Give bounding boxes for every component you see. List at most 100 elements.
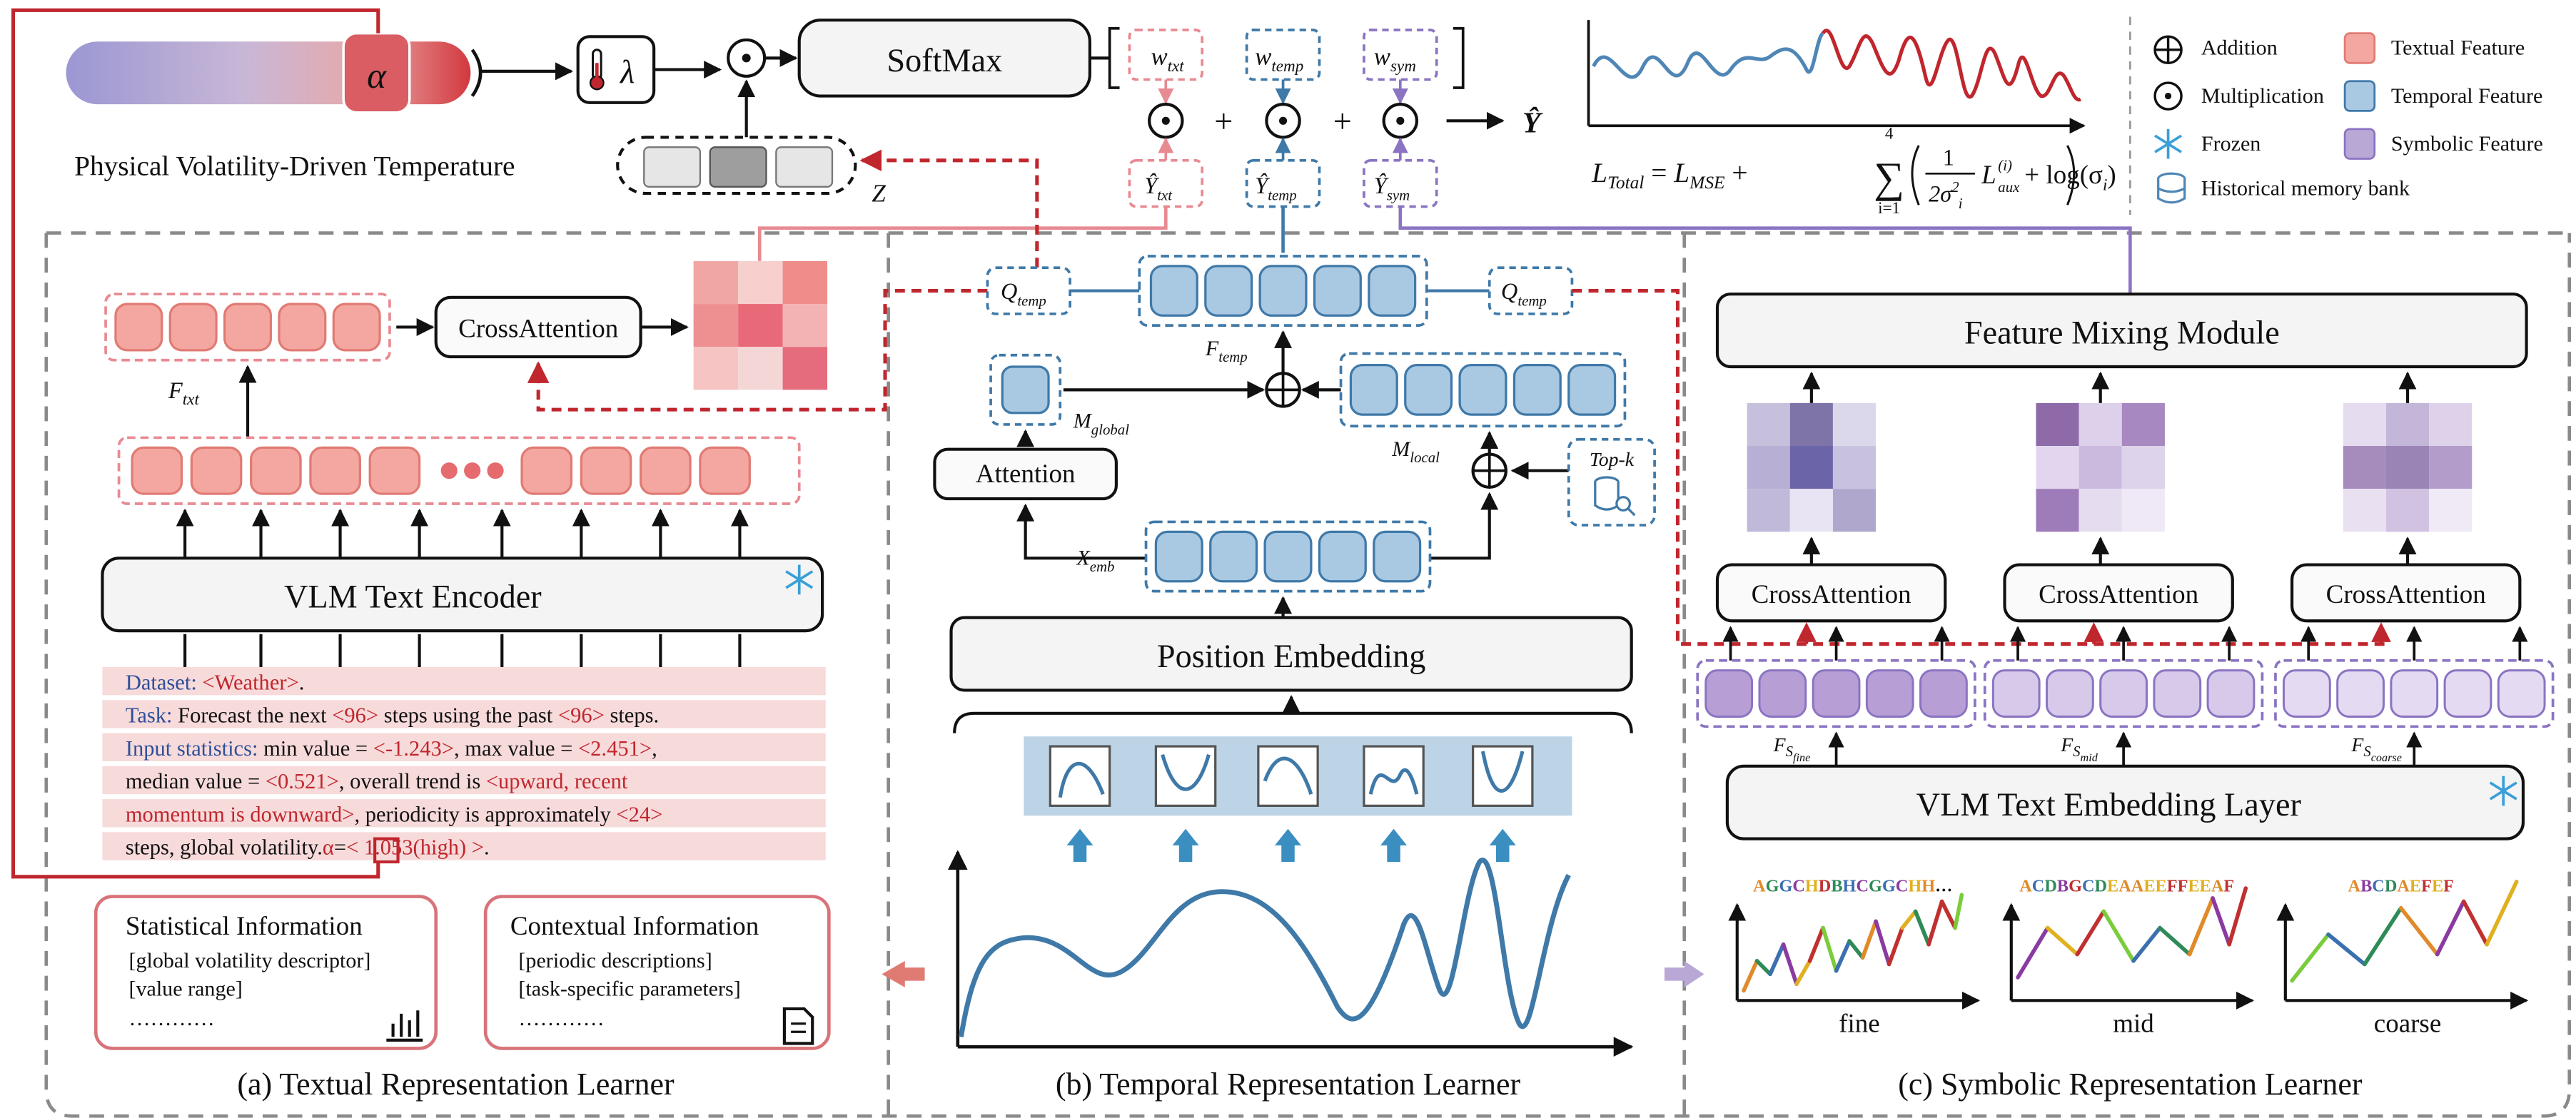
cross-attention-label: CrossAttention [1752, 580, 1911, 609]
symbolic-token [1865, 669, 1914, 718]
textual-swatch [2343, 32, 2376, 64]
temporal-token [1318, 530, 1367, 583]
symbolic-sequence-chart: AGGCHDBHCGGCHH… fine [1728, 877, 1981, 1038]
z-latent: Z [616, 136, 887, 208]
heatmap-cell [738, 347, 783, 390]
yhat-temp: Ŷtemp [1245, 158, 1321, 208]
heatmap-cell [693, 304, 739, 347]
lambda-symbol: λ [619, 54, 635, 91]
symbolic-attention-heatmap [2036, 371, 2165, 565]
ellipsis-dot [487, 462, 504, 479]
q-to-crossattention-a [527, 289, 988, 412]
svg-text:wsym: wsym [1374, 43, 1416, 76]
textual-token [278, 303, 327, 352]
legend-addition: Addition [2201, 36, 2278, 60]
thermometer-icon [589, 49, 605, 91]
svg-text:Xemb: Xemb [1076, 546, 1114, 575]
temporal-token [1154, 530, 1203, 583]
bar-chart-icon [386, 1010, 423, 1042]
textual-token [580, 446, 632, 495]
panel-b-caption: (b) Temporal Representation Learner [1056, 1067, 1521, 1102]
scale-label: fine [1839, 1009, 1880, 1038]
purple-arrow-right [1664, 960, 1704, 987]
outer-frame [44, 231, 2572, 1118]
symbolic-attention-heatmap [1747, 371, 1877, 565]
cross-attention-c [1715, 563, 1947, 623]
patch-arrow [1066, 828, 1093, 863]
temporal-token [1313, 265, 1362, 317]
svg-text:+ log(σi): + log(σi) [2024, 161, 2116, 194]
heatmap-cell [782, 304, 828, 347]
patch-arrow [1274, 828, 1302, 863]
prompt-line-bg [102, 667, 826, 696]
textual-token [699, 446, 751, 495]
prompt-line: median value = <0.521>, overall trend is… [126, 769, 628, 793]
svg-text:Ŷsym: Ŷsym [1374, 173, 1410, 203]
plus-sign-1: + [1214, 103, 1233, 140]
pink-arrow-left [882, 960, 925, 987]
ellipsis-dot [464, 462, 481, 479]
heatmap-cell [693, 347, 739, 390]
yhat-sym: Ŷsym [1363, 158, 1438, 208]
z-feedback-dashed [859, 149, 1039, 268]
heatmap-cell [782, 347, 828, 390]
svg-text:VLM Text Embedding Layer: VLM Text Embedding Layer [1916, 787, 2301, 823]
plus-sign-2: + [1333, 103, 1352, 140]
svg-text:wtxt: wtxt [1151, 43, 1184, 76]
svg-text:2σ2: 2σ2 [1929, 178, 1959, 208]
prompt-text-block: Dataset: <Weather>. Task: Forecast the ne… [102, 667, 826, 860]
symbolic-token [1704, 669, 1754, 718]
weight-sym: wsym [1363, 29, 1438, 81]
temporal-token [1368, 265, 1417, 317]
multiplication-node-temp [1265, 103, 1301, 139]
frozen-icon [2489, 776, 2517, 806]
panel-temporal: Qtemp Qtemp Ftemp Mglobal Attention Mloc… [933, 255, 1704, 1102]
textual-token [114, 303, 163, 352]
weight-temp: wtemp [1245, 29, 1321, 81]
svg-text:Ftxt: Ftxt [168, 378, 199, 409]
temporal-token [1263, 530, 1313, 583]
svg-text:LTotal = LMSE +: LTotal = LMSE + [1591, 157, 1747, 193]
svg-text:Contextual Information: Contextual Information [510, 912, 759, 941]
prompt-line: steps, global volatility.α=< 1.053(high)… [126, 835, 490, 860]
textual-token [368, 446, 421, 495]
textual-output-line [757, 206, 1168, 261]
svg-text:i: i [1959, 195, 1963, 212]
svg-text:i=1: i=1 [1878, 199, 1900, 218]
svg-text:(i): (i) [1998, 157, 2012, 174]
q-to-crossattention-c [1572, 289, 2391, 646]
symbol-string: ABCDAEFEF [2348, 877, 2454, 896]
cross-attention-c [2290, 563, 2522, 623]
svg-text:wtemp: wtemp [1255, 43, 1303, 76]
svg-text:CrossAttention: CrossAttention [458, 314, 618, 343]
temperature-bar: α [66, 31, 483, 114]
symbolic-swatch [2343, 128, 2376, 160]
fs-label: FSmid [2060, 734, 2098, 764]
fs-label: FSfine [1773, 734, 1811, 764]
textual-token [131, 446, 183, 495]
prompt-line-bg [102, 799, 826, 828]
panel-a-caption: (a) Textual Representation Learner [237, 1067, 675, 1102]
textual-token [520, 446, 573, 495]
textual-token [640, 446, 692, 495]
loss-formula: LTotal = LMSE + 4 ∑ i=1 1 2σ2 i L (i) au… [1591, 125, 2116, 218]
textual-token [332, 303, 381, 352]
temporal-token [1458, 364, 1507, 416]
svg-text:1: 1 [1943, 146, 1954, 171]
heatmap-cell [738, 260, 783, 305]
memory-bank-icon [1594, 476, 1636, 517]
symbolic-token [1812, 669, 1861, 718]
prompt-line: Task: Forecast the next <96> steps using… [126, 703, 659, 728]
textual-token [309, 446, 361, 495]
patch-arrow [1380, 828, 1408, 863]
svg-text:[periodic descriptions]: [periodic descriptions] [518, 948, 712, 972]
svg-text:Qtemp: Qtemp [1001, 279, 1046, 309]
svg-text:…………: ………… [128, 1006, 214, 1030]
temporal-token [1209, 530, 1258, 583]
feature-mixing-module [1715, 293, 2528, 369]
prompt-line: Dataset: <Weather>. [126, 670, 305, 694]
weight-txt: wtxt [1128, 29, 1204, 81]
symbol-string: AGGCHDBHCGGCHH… [1753, 877, 1952, 896]
symbolic-attention-heatmap [2343, 371, 2473, 565]
